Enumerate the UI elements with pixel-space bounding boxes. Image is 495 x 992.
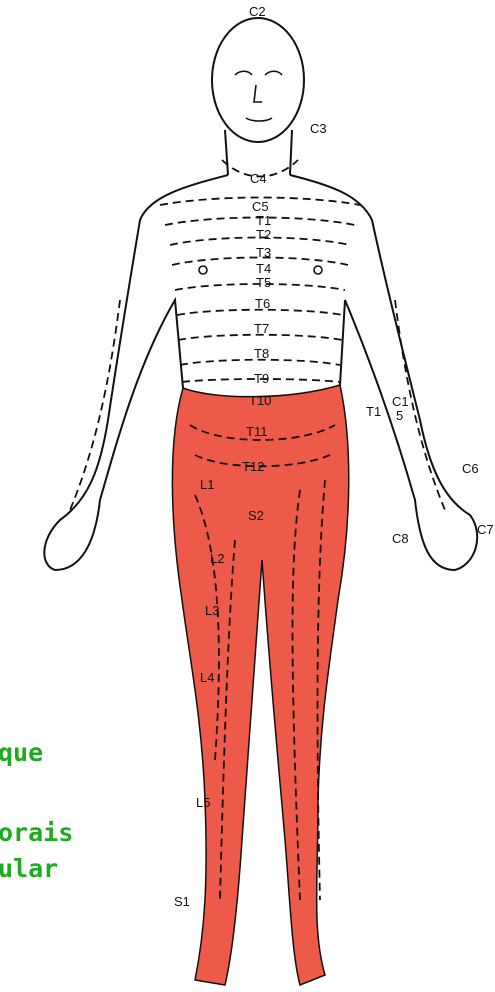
label-c5: C5: [252, 200, 269, 213]
label-l2: L2: [210, 552, 224, 565]
head-outline: [212, 18, 304, 142]
label-l5: L5: [196, 796, 210, 809]
side-text-line-3: ular: [0, 856, 58, 881]
label-t12: T12: [242, 460, 264, 473]
label-t1: T1: [256, 214, 271, 227]
neck-outline: [225, 130, 292, 175]
label-arm-c1: C1: [392, 395, 409, 408]
label-t3: T3: [256, 246, 271, 259]
label-c8: C8: [392, 532, 409, 545]
label-c3: C3: [310, 122, 327, 135]
label-c2: C2: [249, 5, 266, 18]
label-l4: L4: [200, 671, 214, 684]
label-t10: T10: [249, 394, 271, 407]
label-t7: T7: [254, 322, 269, 335]
label-l3: L3: [205, 604, 219, 617]
label-c7: C7: [477, 523, 494, 536]
label-t9: T9: [254, 372, 269, 385]
label-l1: L1: [200, 478, 214, 491]
label-c4: C4: [250, 172, 267, 185]
label-t4: T4: [256, 262, 271, 275]
label-arm-t1: T1: [366, 405, 381, 418]
label-t8: T8: [254, 347, 269, 360]
label-t11: T11: [246, 425, 267, 438]
label-t2: T2: [256, 228, 271, 241]
label-t5: T5: [256, 276, 271, 289]
label-c6: C6: [462, 462, 479, 475]
side-text-line-2: orais: [0, 820, 73, 845]
label-s2: S2: [248, 509, 264, 522]
label-s1: S1: [174, 895, 190, 908]
label-t6: T6: [255, 297, 270, 310]
side-text-line-1: que: [0, 740, 43, 765]
label-arm-5: 5: [396, 409, 403, 422]
highlighted-lower-body-region: [172, 385, 348, 985]
